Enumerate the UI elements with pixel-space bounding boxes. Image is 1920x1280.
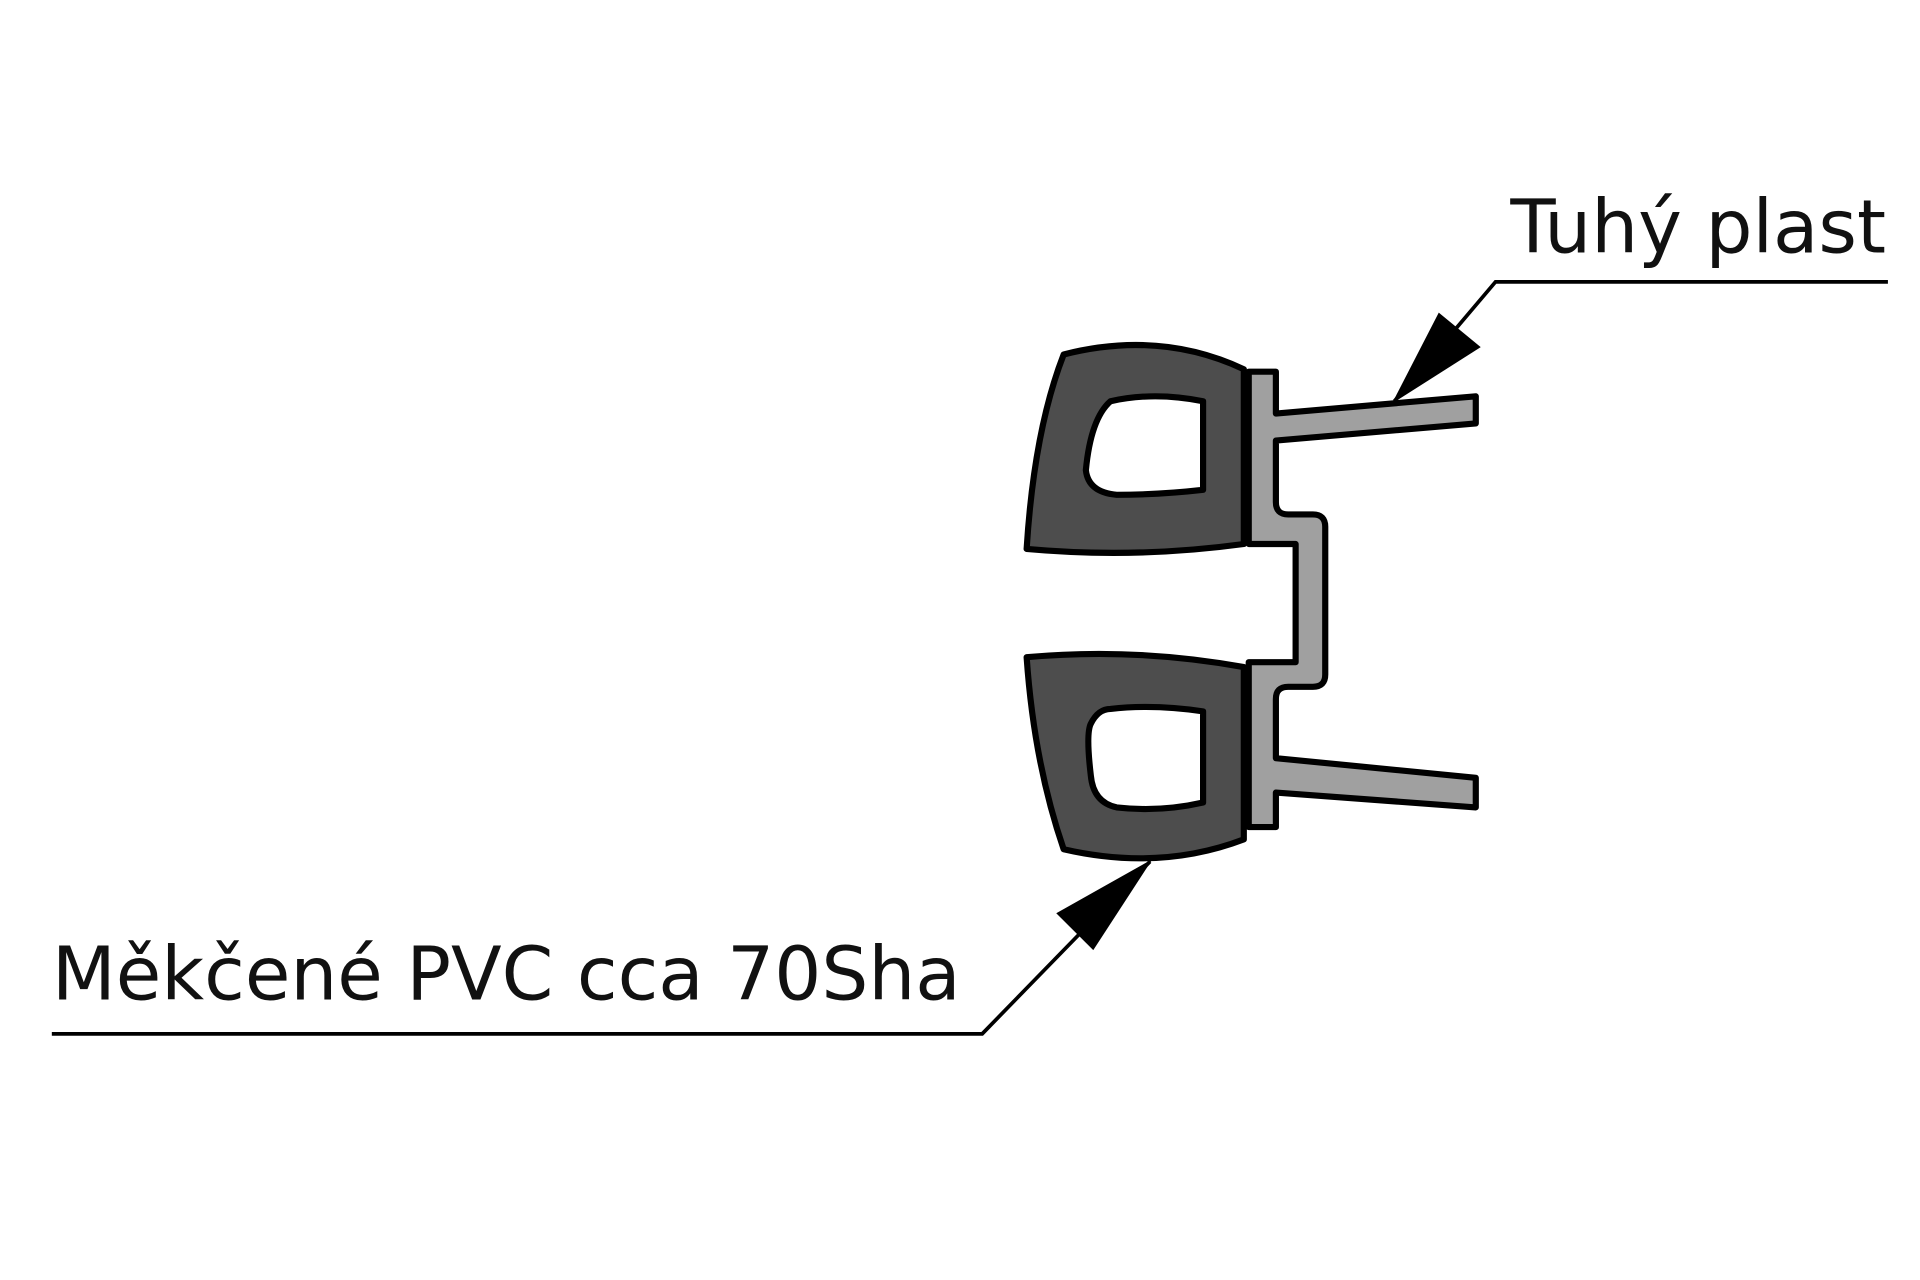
- soft-pvc-seal-top: [1023, 341, 1247, 556]
- soft-pvc-seal-bottom: [1023, 650, 1247, 862]
- rigid-plastic-profile: [1245, 368, 1479, 831]
- leader-soft: [51, 859, 1153, 1036]
- label-soft-pvc: Měkčené PVC cca 70Sha: [52, 931, 961, 1017]
- leader-rigid: [1391, 280, 1888, 404]
- label-rigid-plastic: Tuhý plast: [1509, 184, 1886, 270]
